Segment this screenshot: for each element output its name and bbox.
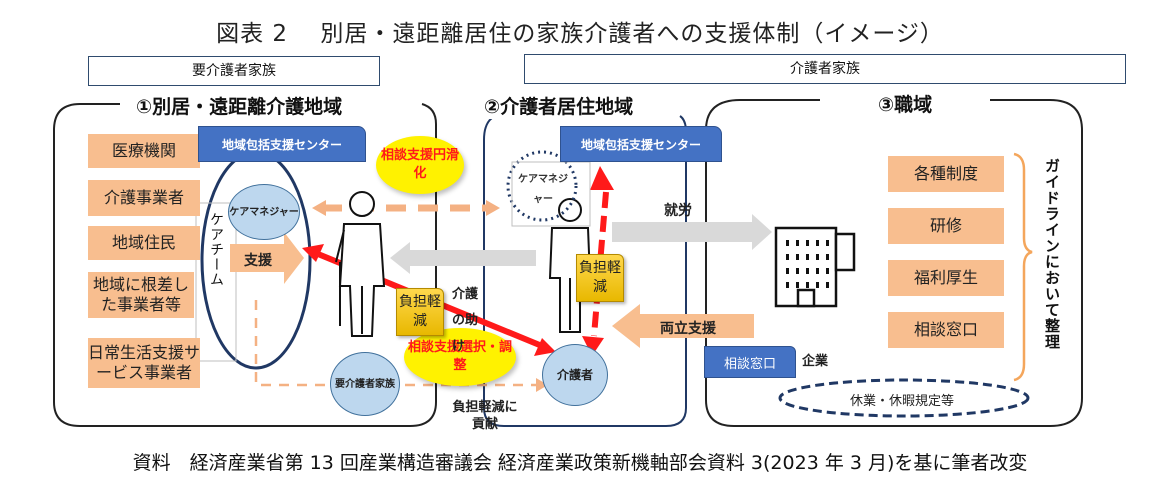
dashed-path-head (536, 378, 548, 392)
care-manager-dotted-circle (506, 150, 578, 222)
caregiver-circle: 介護者 (542, 344, 608, 406)
care-recipient-family-circle: 要介護者家族 (330, 352, 400, 416)
balance-support-arrow (612, 304, 754, 348)
support-arrow (230, 232, 304, 284)
balance-support-label: 両立支援 (660, 321, 716, 337)
support-label: 支援 (244, 253, 272, 269)
orange-box-training: 研修 (888, 208, 1004, 244)
employment-arrow (612, 214, 772, 250)
company-label: 企業 (802, 354, 829, 369)
community-support-center-1: 地域包括支援センター (198, 126, 366, 162)
building-windows (786, 240, 829, 288)
orange-box-care-provider: 介護事業者 (88, 180, 200, 216)
care-team-text-frame (195, 202, 237, 362)
care-manager-label-2: ケアマネジャー (518, 174, 568, 205)
care-help-arrow (390, 242, 536, 274)
care-manager-circle-1: ケアマネジャー (228, 184, 300, 240)
consult-select-ellipse: 相談支援選択・調整 (404, 328, 516, 386)
leave-rules-ellipse (778, 378, 1030, 418)
community-support-center-2: 地域包括支援センター (560, 126, 722, 162)
orange-box-systems: 各種制度 (888, 156, 1004, 192)
employment-label: 就労 (664, 203, 692, 219)
consult-window-tab: 相談窓口 (704, 346, 796, 378)
elderly-person-figure (335, 191, 386, 337)
company-building-icon (774, 226, 856, 308)
figure-title: 図表 2 別居・遠距離居住の家族介護者への支援体制（イメージ） (216, 21, 944, 47)
region3-label: ③職域 (870, 90, 941, 117)
burden-reduction-box-left: 負担軽減 (396, 288, 444, 336)
leave-rules-label: 休業・休暇規定等 (850, 394, 955, 409)
care-team-label: ケアチーム (208, 212, 224, 287)
care-help-label: 介護の助け (452, 287, 479, 354)
region2-label: ②介護者居住地域 (476, 92, 642, 119)
consult-smooth-ellipse: 相談支援円滑化 (376, 136, 464, 194)
orange-box-welfare: 福利厚生 (888, 260, 1004, 296)
region1-frame (53, 103, 437, 427)
header-caregiver-family: 介護者家族 (524, 54, 1126, 84)
orange-box-residents: 地域住民 (88, 226, 200, 260)
region1-label: ①別居・遠距離介護地域 (128, 92, 351, 119)
region3-frame (705, 99, 1083, 427)
burden-contribution-label: 負担軽減に貢献 (452, 400, 518, 432)
orange-box-consult-window: 相談窓口 (888, 312, 1004, 348)
burden-reduction-box-right: 負担軽減 (576, 254, 624, 302)
orange-box-medical: 医療機関 (88, 134, 200, 168)
header-care-recipient-family: 要介護者家族 (88, 56, 380, 86)
guideline-label: ガイドラインにおいて整理 (1043, 158, 1061, 350)
source-caption: 資料 経済産業省第 13 回産業構造審議会 経済産業政策新機軸部会資料 3(20… (132, 452, 1028, 474)
orange-box-daily-life-support: 日常生活支援サービス事業者 (88, 338, 200, 388)
guideline-brace (1013, 152, 1033, 382)
orange-box-local-business: 地域に根差した事業者等 (88, 272, 194, 318)
